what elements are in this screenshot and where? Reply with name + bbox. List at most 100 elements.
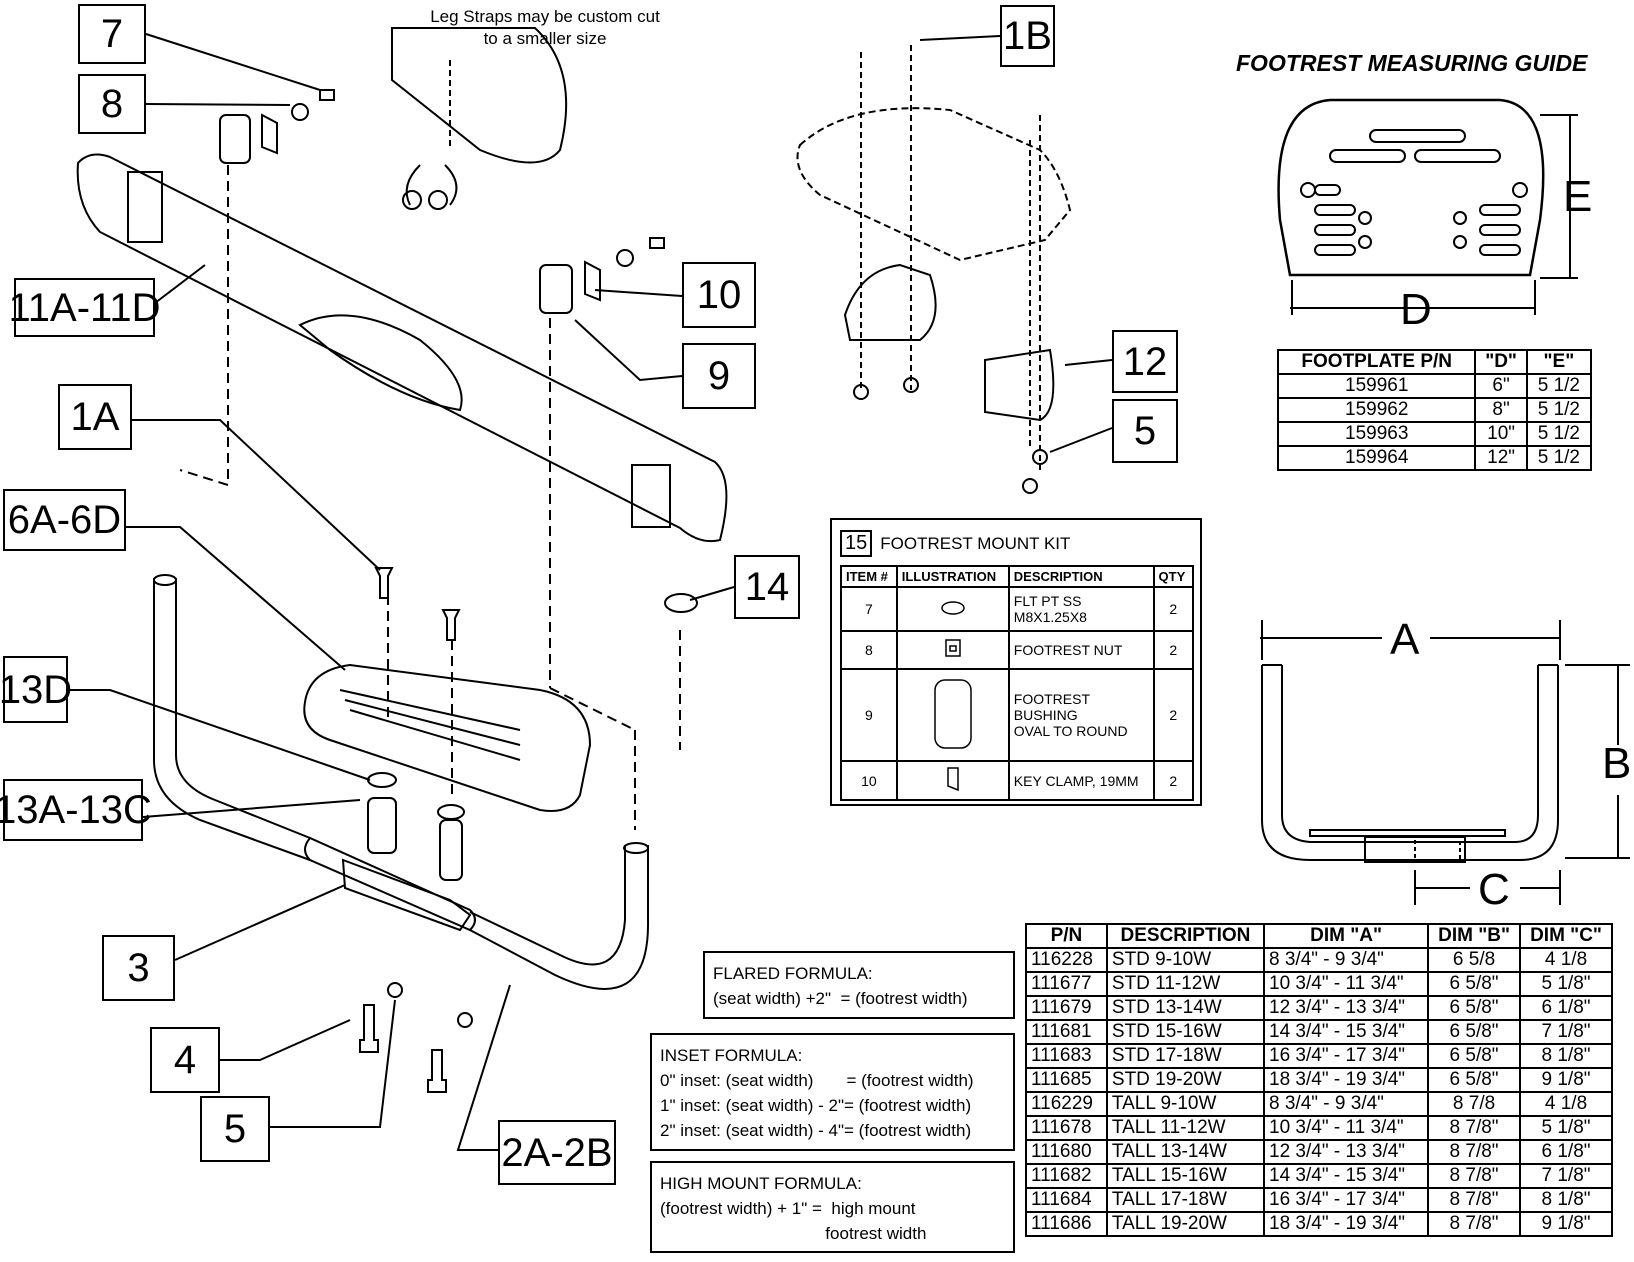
callout-5-right: 5 [1112,399,1178,463]
assembly-lines [179,165,681,830]
cell: 6 5/8" [1427,1067,1522,1093]
cell: 111685 [1025,1067,1108,1093]
header-e: "E" [1525,349,1593,375]
callout-1a: 1A [58,384,132,450]
description: FOOTREST NUT [1007,630,1155,670]
description-line: FOOTREST [1013,691,1091,707]
measuring-guide-footplate [1277,98,1545,277]
bushing-and-clamp-right [539,237,665,314]
cell: 6" [1474,373,1528,399]
cell: 10 3/4" - 11 3/4" [1263,971,1430,997]
cell: 159962 [1276,397,1477,423]
cell: 8 3/4" - 9 3/4" [1263,1091,1430,1117]
header-d: "D" [1474,349,1528,375]
cell: 5 1/2 [1525,397,1593,423]
header-qty: QTY [1152,565,1195,588]
callout-12: 12 [1112,330,1178,393]
callout-1b: 1B [1000,5,1055,67]
cell: 159964 [1276,445,1477,471]
cell: 6 5/8" [1427,1043,1522,1069]
callout-11a-11d: 11A-11D [9,278,160,337]
table-row: 8 FOOTREST NUT 2 [840,630,1195,670]
cell: 111678 [1025,1115,1108,1141]
cell: 4 1/8 [1519,1091,1613,1117]
cell: 6 5/8" [1427,1019,1522,1045]
leg-strap-note-line-2: to a smaller size [483,29,607,48]
cell: 5 1/8" [1519,971,1613,997]
quantity: 2 [1152,760,1195,801]
cell: 18 3/4" - 19 3/4" [1263,1211,1430,1237]
dimension-lines-guide [1290,114,1578,315]
callout-7: 7 [78,4,146,64]
header-description: DESCRIPTION [1105,923,1266,949]
leg-strap-note-line-1: Leg Straps may be custom cut [430,7,660,26]
cell: STD 15-16W [1105,1019,1266,1045]
dim-label-e: E [1563,172,1593,221]
cell: 116229 [1025,1091,1108,1117]
cell: 159961 [1276,373,1477,399]
cell: TALL 11-12W [1105,1115,1266,1141]
mount-kit-number: 15 [840,530,873,557]
set-screw-icon [895,586,1010,632]
cell: 6 1/8" [1519,1139,1613,1165]
cell: TALL 15-16W [1105,1163,1266,1189]
cell: TALL 13-14W [1105,1139,1266,1165]
mount-kit-heading: 15 FOOTREST MOUNT KIT [840,530,1070,557]
item-number: 8 [840,630,898,670]
dim-label-a: A [1390,615,1420,664]
cell: STD 9-10W [1105,947,1266,973]
cell: 8 7/8" [1427,1115,1522,1141]
cell: 8 7/8 [1427,1091,1522,1117]
high-mount-formula-line-1: (footrest width) + 1" = high mount [660,1199,916,1218]
cell: TALL 17-18W [1105,1187,1266,1213]
footrest-mount-kit: 15 FOOTREST MOUNT KIT ITEM # ILLUSTRATIO… [830,518,1202,806]
measuring-guide-title: FOOTREST MEASURING GUIDE [1236,50,1588,76]
cell: 111679 [1025,995,1108,1021]
table-row: 10 KEY CLAMP, 19MM 2 [840,760,1195,801]
callout-14: 14 [734,555,800,619]
callout-13a-13c: 13A-13C [0,779,152,841]
hanger-u-outline [1261,664,1559,863]
cell: STD 19-20W [1105,1067,1266,1093]
cell: 16 3/4" - 17 3/4" [1263,1043,1430,1069]
dim-label-c: C [1478,865,1510,914]
cell: 8 7/8" [1427,1211,1522,1237]
high-mount-formula-box: HIGH MOUNT FORMULA: (footrest width) + 1… [650,1161,1015,1253]
part-number-table-header: P/N DESCRIPTION DIM "A" DIM "B" DIM "C" [1025,923,1613,949]
footplate-assembly-top [796,45,1072,494]
item-number: 7 [840,586,898,632]
header-description: DESCRIPTION [1007,565,1155,588]
callout-5-left: 5 [200,1096,270,1162]
cell: 5 1/8" [1519,1115,1613,1141]
mount-clamp [341,772,472,932]
cell: 116228 [1025,947,1108,973]
calf-pad [76,153,728,543]
cell: 16 3/4" - 17 3/4" [1263,1187,1430,1213]
flared-formula-box: FLARED FORMULA: (seat width) +2" = (foot… [703,951,1015,1019]
inset-formula-line-2: 1" inset: (seat width) - 2"= (footrest w… [660,1096,972,1115]
inset-formula-box: INSET FORMULA: 0" inset: (seat width) = … [650,1033,1015,1151]
cell: 14 3/4" - 15 3/4" [1263,1019,1430,1045]
cell: 111684 [1025,1187,1108,1213]
callout-6a-6d: 6A-6D [3,489,126,551]
bushing-icon [895,668,1010,762]
cell: STD 17-18W [1105,1043,1266,1069]
callout-13d: 13D [0,656,72,723]
cell: 6 1/8" [1519,995,1613,1021]
callout-9: 9 [682,343,756,409]
quantity: 2 [1152,668,1195,762]
cell: 8 1/8" [1519,1187,1613,1213]
cell: 14 3/4" - 15 3/4" [1263,1163,1430,1189]
leader-lines [68,33,1113,1151]
